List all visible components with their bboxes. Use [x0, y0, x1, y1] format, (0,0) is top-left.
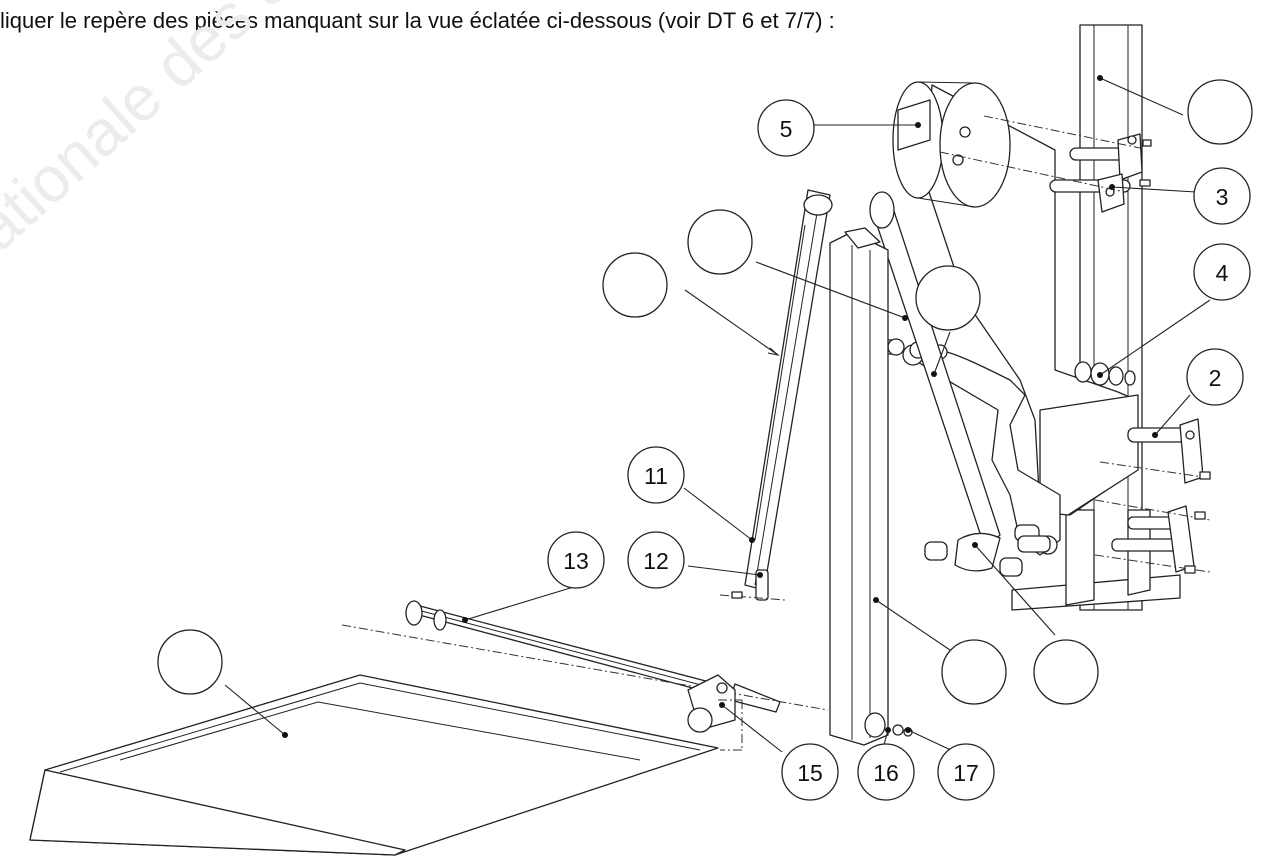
callout-empty-3 — [915, 265, 981, 331]
instruction-text: liquer le repère des pièces manquant sur… — [0, 8, 835, 33]
bushings-lower — [924, 524, 1051, 577]
drum-disc — [892, 81, 1011, 208]
callout-3: 3 — [1193, 167, 1251, 225]
support-rod — [744, 189, 833, 591]
callout-11-label: 11 — [644, 463, 668, 489]
callout-5: 5 — [757, 99, 815, 157]
main-arm — [829, 227, 913, 746]
callout-15: 15 — [781, 743, 839, 801]
pins-right — [1094, 418, 1211, 574]
callout-13-label: 13 — [563, 548, 589, 574]
callout-4: 4 — [1193, 243, 1251, 301]
platform-tray — [29, 674, 719, 856]
callout-16-label: 16 — [873, 760, 899, 786]
spacers-4 — [1074, 361, 1136, 386]
callout-12-label: 12 — [643, 548, 669, 574]
callout-13: 13 — [547, 531, 605, 589]
callout-16: 16 — [857, 743, 915, 801]
callout-15-label: 15 — [797, 760, 823, 786]
callout-17-label: 17 — [953, 760, 979, 786]
callout-empty-6 — [1033, 639, 1099, 705]
callout-empty-1 — [1187, 79, 1253, 145]
callout-17: 17 — [937, 743, 995, 801]
callout-2: 2 — [1186, 348, 1244, 406]
callout-empty-5 — [941, 639, 1007, 705]
pins-upper — [939, 115, 1152, 213]
hinge-bracket — [687, 674, 743, 751]
callout-4-label: 4 — [1216, 260, 1229, 286]
callout-2-label: 2 — [1209, 365, 1222, 391]
callout-12: 12 — [627, 531, 685, 589]
callout-3-label: 3 — [1216, 184, 1229, 210]
callout-empty-2 — [687, 209, 753, 275]
callout-empty-7 — [157, 629, 223, 695]
callout-5-label: 5 — [780, 116, 793, 142]
callout-empty-4 — [602, 252, 668, 318]
callout-11: 11 — [627, 446, 685, 504]
hydraulic-cylinder — [869, 191, 1001, 572]
